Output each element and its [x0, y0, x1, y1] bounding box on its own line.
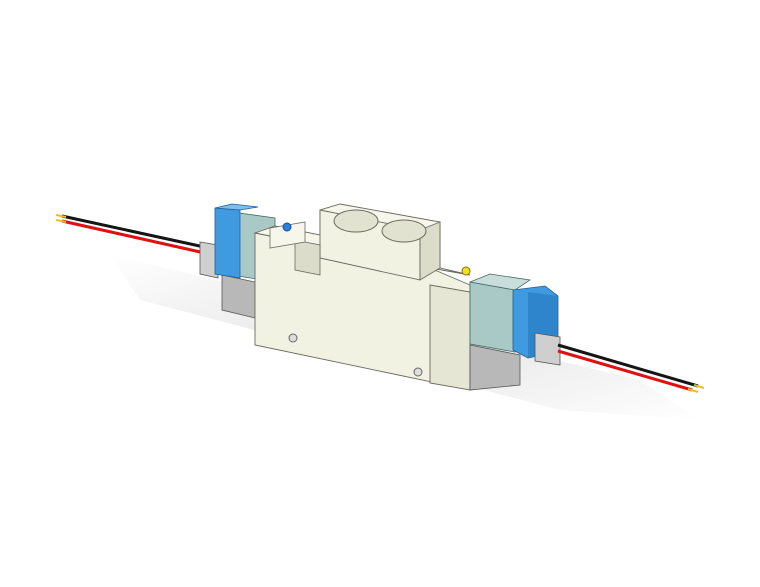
right-base [469, 344, 521, 391]
right-coil [469, 281, 516, 353]
port-1 [333, 209, 379, 233]
left-plug [199, 241, 219, 279]
manual-override-yellow [461, 266, 471, 276]
left-wires [55, 214, 219, 258]
mount-hole-2 [413, 367, 423, 377]
right-coil-top [468, 273, 532, 291]
right-wires [557, 343, 705, 393]
left-connector-top [214, 203, 259, 211]
left-base [221, 274, 256, 319]
port-2 [381, 219, 427, 243]
manual-override-blue [282, 222, 292, 232]
right-plug [534, 332, 561, 366]
left-connector [214, 207, 241, 279]
mount-hole-1 [288, 333, 298, 343]
